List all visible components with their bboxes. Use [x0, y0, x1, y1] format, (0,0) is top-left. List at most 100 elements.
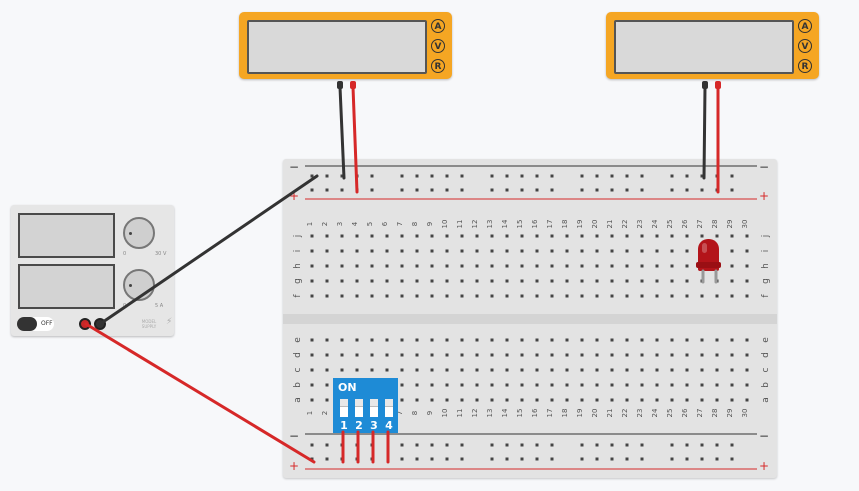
terminal-hole: [595, 264, 599, 268]
meter1-red-probe-wire[interactable]: [351, 85, 359, 194]
terminal-hole: [745, 383, 749, 387]
terminal-hole: [685, 249, 689, 253]
rail-hole: [610, 188, 614, 192]
rail-hole: [535, 457, 539, 461]
rail-hole: [700, 188, 704, 192]
terminal-hole: [355, 294, 359, 298]
terminal-hole: [745, 294, 749, 298]
terminal-hole: [640, 398, 644, 402]
column-number: 6: [381, 221, 389, 226]
terminal-hole: [655, 368, 659, 372]
terminal-hole: [340, 279, 344, 283]
terminal-hole: [535, 383, 539, 387]
dip-switch-toggle-4[interactable]: [385, 399, 393, 417]
terminal-hole: [490, 279, 494, 283]
terminal-hole: [685, 398, 689, 402]
terminal-hole: [415, 353, 419, 357]
multimeter-2[interactable]: A V R: [606, 12, 819, 79]
meter1-black-probe-wire[interactable]: [338, 85, 346, 180]
terminal-hole: [400, 279, 404, 283]
terminal-hole: [610, 368, 614, 372]
column-number: 20: [591, 409, 599, 418]
dip-switch[interactable]: ON 1 2 3 4: [333, 378, 398, 433]
row-letter: e: [293, 337, 303, 343]
rail-hole: [460, 457, 464, 461]
terminal-hole: [640, 234, 644, 238]
dip-switch-toggle-3[interactable]: [370, 399, 378, 417]
terminal-hole: [415, 294, 419, 298]
supply-ground-wire[interactable]: [98, 174, 319, 326]
terminal-hole: [415, 338, 419, 342]
power-switch[interactable]: OFF: [17, 317, 54, 331]
terminal-hole: [745, 368, 749, 372]
terminal-hole: [475, 338, 479, 342]
terminal-hole: [565, 234, 569, 238]
terminal-hole: [550, 353, 554, 357]
terminal-hole: [625, 249, 629, 253]
terminal-hole: [520, 383, 524, 387]
terminal-hole: [340, 264, 344, 268]
rail-hole: [400, 457, 404, 461]
terminal-hole: [400, 398, 404, 402]
row-letter: c: [293, 367, 303, 372]
dip-switch-toggle-2[interactable]: [355, 399, 363, 417]
meter2-black-probe-wire[interactable]: [702, 85, 707, 180]
terminal-hole: [535, 279, 539, 283]
rail-hole: [670, 174, 674, 178]
rail-hole: [490, 457, 494, 461]
column-number: 28: [711, 220, 719, 229]
terminal-hole: [535, 234, 539, 238]
terminal-hole: [685, 279, 689, 283]
terminal-hole: [550, 294, 554, 298]
column-number: 8: [411, 411, 419, 415]
rail-hole: [610, 457, 614, 461]
dip-switch-toggle-1[interactable]: [340, 399, 348, 417]
terminal-hole: [565, 368, 569, 372]
terminal-hole: [685, 234, 689, 238]
terminal-hole: [430, 294, 434, 298]
column-number: 21: [606, 220, 614, 229]
terminal-hole: [625, 383, 629, 387]
supply-positive-wire[interactable]: [84, 322, 316, 464]
ohmmeter-mode-button[interactable]: R: [431, 59, 445, 73]
terminal-hole: [430, 249, 434, 253]
column-number: 23: [636, 409, 644, 418]
terminal-hole: [640, 279, 644, 283]
ammeter-mode-button[interactable]: A: [431, 19, 445, 33]
rail-symbol: +: [289, 459, 299, 473]
rail-hole: [325, 443, 329, 447]
rail-hole: [430, 443, 434, 447]
rail-hole: [445, 174, 449, 178]
power-supply[interactable]: 0 30 V 0 5 A OFF MODEL SUPPLY ⚡: [11, 205, 174, 336]
voltmeter-mode-button[interactable]: V: [431, 39, 445, 53]
voltmeter-mode-button[interactable]: V: [798, 39, 812, 53]
rail-symbol: −: [759, 429, 769, 443]
terminal-hole: [355, 368, 359, 372]
ammeter-mode-button[interactable]: A: [798, 19, 812, 33]
rail-hole: [520, 188, 524, 192]
terminal-hole: [490, 353, 494, 357]
column-number: 18: [561, 220, 569, 229]
red-led[interactable]: [696, 239, 721, 271]
terminal-hole: [325, 338, 329, 342]
ohmmeter-mode-button[interactable]: R: [798, 59, 812, 73]
terminal-hole: [520, 294, 524, 298]
terminal-hole: [415, 234, 419, 238]
terminal-hole: [370, 249, 374, 253]
rail-hole: [400, 174, 404, 178]
rail-hole: [415, 457, 419, 461]
terminal-hole: [655, 338, 659, 342]
voltage-knob[interactable]: [123, 217, 155, 249]
terminal-hole: [310, 368, 314, 372]
terminal-hole: [385, 249, 389, 253]
terminal-hole: [475, 279, 479, 283]
row-letter: g: [293, 278, 303, 284]
rail-hole: [670, 457, 674, 461]
terminal-hole: [580, 383, 584, 387]
row-letter: d: [761, 352, 771, 358]
multimeter-1[interactable]: A V R: [239, 12, 452, 79]
terminal-hole: [595, 383, 599, 387]
terminal-hole: [625, 398, 629, 402]
column-number: 21: [606, 409, 614, 418]
